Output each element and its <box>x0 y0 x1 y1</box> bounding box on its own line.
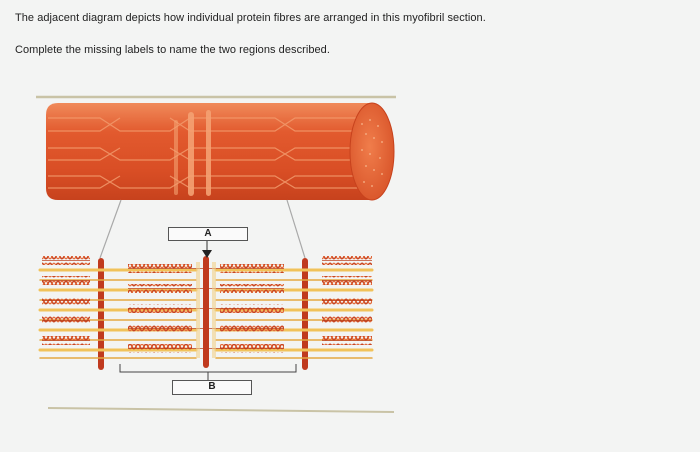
instruction-line-2: Complete the missing labels to name the … <box>15 44 330 56</box>
myofibril-end-cap <box>349 102 395 201</box>
z-line-left <box>98 258 104 370</box>
projection-lines <box>99 199 306 259</box>
label-b-box[interactable]: B <box>172 380 252 395</box>
sarcomere-filaments <box>38 256 374 368</box>
bottom-guide-line <box>47 407 395 413</box>
label-b-bracket <box>119 364 297 380</box>
instruction-line-1: The adjacent diagram depicts how individ… <box>15 12 486 24</box>
m-line <box>203 256 209 368</box>
z-line-right <box>302 258 308 370</box>
label-a-pointer <box>202 241 212 258</box>
myofibril-cylinder <box>46 102 395 201</box>
label-a-box[interactable]: A <box>168 227 248 241</box>
